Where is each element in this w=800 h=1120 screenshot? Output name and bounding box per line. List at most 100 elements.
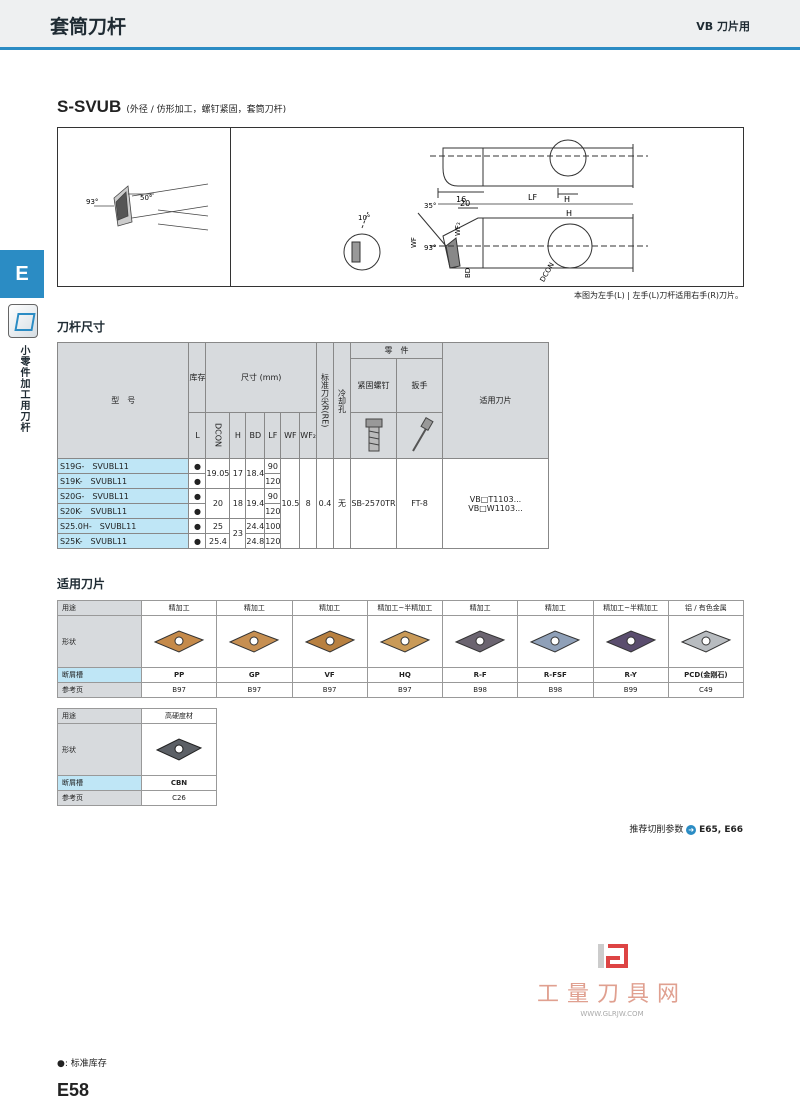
h-cell: 17 [229, 458, 247, 489]
section-tab-e[interactable]: E [0, 250, 44, 298]
insert-shape [517, 615, 594, 668]
lf-cell: 120 [264, 533, 282, 549]
insert-shape [667, 615, 745, 668]
lf-cell: 90 [264, 488, 282, 504]
model-cell: S25.0H- SVUBL11 [56, 518, 190, 534]
col-h: H [229, 412, 247, 459]
row-label-use: 用途 [57, 600, 142, 616]
insert-page: B97 [216, 682, 293, 698]
insert-sketch [94, 183, 209, 231]
holder-top-view [430, 139, 648, 198]
insert-icon [605, 629, 656, 653]
side-category-label: 小零件加工用刀杆 [18, 345, 29, 433]
wrench-cell: FT-8 [396, 458, 443, 549]
page-header: 套筒刀杆 VB 刀片用 [0, 0, 800, 50]
insert-shape [291, 615, 368, 668]
insert-page: B98 [441, 682, 519, 698]
h-cell: 18 [229, 488, 247, 519]
dim-dcon: DCON [539, 261, 556, 283]
row-label-page: 参考页 [57, 682, 142, 698]
dim-20: 20 [460, 199, 470, 208]
lf-cell: 120 [264, 473, 282, 489]
model-cell: S25K- SVUBL11 [56, 533, 190, 549]
insert-shape [441, 615, 519, 668]
insert-section-title: 适用刀片 [57, 577, 106, 591]
product-description: (外径 / 仿形加工，螺钉紧固，套筒刀杆) [126, 105, 287, 115]
dcon-cell: 25.4 [205, 533, 231, 549]
bd-cell: 24.4 [245, 518, 266, 534]
watermark-url: WWW.GLRJW.COM [580, 1010, 644, 1018]
col-insert: 适用刀片 [442, 342, 549, 459]
row-label-use: 用途 [57, 708, 142, 724]
screw-icon [365, 418, 382, 451]
recommend-pages[interactable]: E65, E66 [699, 825, 743, 835]
bd-cell: 24.8 [245, 533, 266, 549]
insert-shape [140, 615, 218, 668]
angle-label-93b: 93° [424, 244, 436, 252]
dcon-cell: 20 [205, 488, 231, 519]
watermark-text: 工量刀具网 [537, 982, 688, 1007]
insert-page: C49 [667, 682, 745, 698]
col-wf: WF [280, 412, 301, 459]
end-view [343, 211, 381, 271]
cbn-breaker: CBN [141, 775, 217, 791]
insert-code-1: VB□T1103... [469, 494, 522, 504]
tool-holder-icon [8, 304, 38, 338]
holder-spec-table: 型 号 库存 尺寸 (mm) 标准刀尖R(RE) 冷却孔 零 件 适用刀片 紧固… [56, 342, 549, 549]
insert-breaker: PP [140, 667, 218, 683]
insert-breaker: R-Y [592, 667, 669, 683]
insert-use: 精加工 [441, 600, 519, 616]
model-cell: S19G- SVUBL11 [56, 458, 190, 474]
insert-icon [153, 629, 205, 653]
insert-use: 精加工~半精加工 [592, 600, 669, 616]
stock-footnote: ●: 标准库存 [57, 1059, 107, 1069]
insert-cell: VB□T1103... VB□W1103... [442, 458, 549, 549]
insert-page: B97 [366, 682, 444, 698]
wf2-cell: 8 [299, 458, 317, 549]
cbn-insert-icon [155, 737, 203, 761]
row-label-page: 参考页 [57, 790, 142, 806]
insert-use: 铝 / 有色金属 [667, 600, 745, 616]
product-code: S-SVUB [57, 97, 122, 116]
angle-label-10: 10° [358, 214, 370, 222]
insert-breaker: R-F [441, 667, 519, 683]
dim-bd: BD [464, 268, 472, 278]
row-label-shape: 形状 [57, 615, 142, 668]
cbn-page: C26 [141, 790, 217, 806]
col-parts: 零 件 [350, 342, 443, 359]
insert-breaker: GP [216, 667, 293, 683]
col-stock: 库存 [188, 342, 207, 413]
dcon-cell: 25 [205, 518, 231, 534]
dim-h-top: H [564, 195, 570, 204]
screw-image [350, 412, 397, 459]
insert-icon [304, 629, 355, 653]
recommend-text: 推荐切削参数 [629, 825, 684, 835]
stock-cell: ● [188, 488, 207, 504]
cool-cell: 无 [333, 458, 351, 549]
stock-cell: ● [188, 473, 207, 489]
lf-cell: 120 [264, 503, 282, 519]
header-subtitle: VB 刀片用 [696, 20, 750, 33]
lf-cell: 100 [264, 518, 282, 534]
watermark-logo [598, 944, 628, 968]
row-label-shape: 形状 [57, 723, 142, 776]
col-lf: LF [264, 412, 282, 459]
col-dcon: DCON [205, 412, 231, 459]
insert-breaker: PCD(金刚石) [667, 667, 745, 683]
insert-page: B99 [592, 682, 669, 698]
spec-section-title: 刀杆尺寸 [57, 320, 106, 334]
insert-shape [216, 615, 293, 668]
col-dims: 尺寸 (mm) [205, 342, 317, 413]
col-re: 标准刀尖R(RE) [316, 342, 334, 459]
col-wrench: 扳手 [396, 358, 443, 413]
col-cool: 冷却孔 [333, 342, 351, 459]
cbn-use: 高硬度材 [141, 708, 217, 724]
screw-cell: SB-2570TR [350, 458, 397, 549]
drawing-note: 本图为左手(L) | 左手(L)刀杆适用右手(R)刀片。 [574, 291, 743, 300]
insert-shape [592, 615, 669, 668]
stock-cell: ● [188, 518, 207, 534]
col-screw: 紧固螺钉 [350, 358, 397, 413]
section-title: 套筒刀杆 [50, 16, 127, 38]
insert-code-2: VB□W1103... [468, 503, 523, 513]
wf-cell: 10.5 [280, 458, 301, 549]
